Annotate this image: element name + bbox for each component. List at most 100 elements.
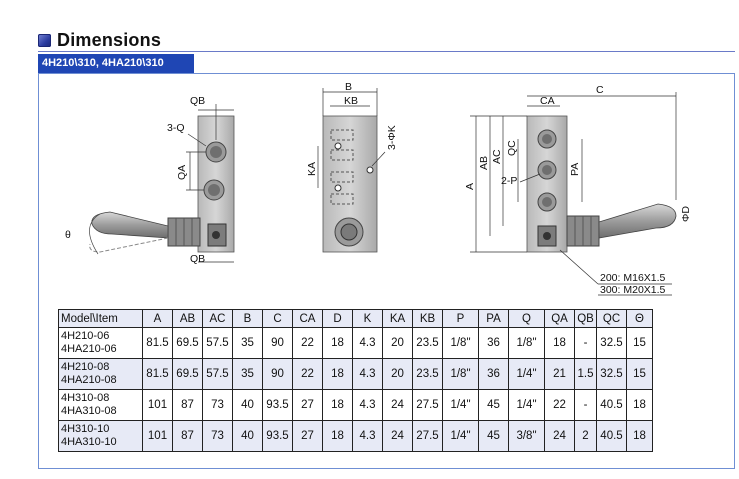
- value-cell: 40: [232, 389, 263, 421]
- value-cell: 18: [322, 389, 353, 421]
- model-name: 4HA310-10: [61, 436, 117, 448]
- model-name: 4HA310-08: [61, 405, 117, 417]
- model-name: 4H210-08: [61, 361, 110, 373]
- drawing-frame: [38, 73, 735, 469]
- value-cell: 22: [544, 389, 575, 421]
- model-name: 4H310-10: [61, 423, 110, 435]
- value-cell: 90: [262, 358, 293, 390]
- col-header: CA: [292, 309, 323, 328]
- value-cell: 24: [382, 420, 413, 452]
- value-cell: 101: [142, 420, 173, 452]
- value-cell: 87: [172, 389, 203, 421]
- value-cell: 21: [544, 358, 575, 390]
- col-header: KA: [382, 309, 413, 328]
- value-cell: 1/8": [508, 327, 545, 359]
- value-cell: 20: [382, 327, 413, 359]
- value-cell: 22: [292, 358, 323, 390]
- model-name: 4HA210-08: [61, 374, 117, 386]
- col-header: K: [352, 309, 383, 328]
- value-cell: 15: [626, 358, 653, 390]
- value-cell: 1/8": [442, 358, 479, 390]
- value-cell: 18: [544, 327, 575, 359]
- value-cell: 2: [574, 420, 597, 452]
- value-cell: 23.5: [412, 358, 443, 390]
- col-header: Θ: [626, 309, 653, 328]
- model-name: 4H210-06: [61, 330, 110, 342]
- model-name: 4H310-08: [61, 392, 110, 404]
- value-cell: 3/8": [508, 420, 545, 452]
- value-cell: 93.5: [262, 389, 293, 421]
- dim-kb: KB: [344, 95, 358, 107]
- dim-3-phi-k: 3-ΦK: [386, 125, 398, 150]
- value-cell: 36: [478, 327, 509, 359]
- value-cell: 22: [292, 327, 323, 359]
- col-header: QA: [544, 309, 575, 328]
- value-cell: 73: [202, 420, 233, 452]
- value-cell: 101: [142, 389, 173, 421]
- dim-3-q: 3-Q: [167, 122, 185, 134]
- dim-theta: θ: [65, 229, 71, 241]
- col-header: A: [142, 309, 173, 328]
- value-cell: -: [574, 389, 597, 421]
- dim-pa: PA: [569, 163, 581, 176]
- model-name: 4HA210-06: [61, 343, 117, 355]
- value-cell: 45: [478, 389, 509, 421]
- dim-ab: AB: [478, 156, 490, 170]
- value-cell: 27: [292, 420, 323, 452]
- col-header: P: [442, 309, 479, 328]
- value-cell: 36: [478, 358, 509, 390]
- value-cell: 93.5: [262, 420, 293, 452]
- value-cell: 40.5: [596, 420, 627, 452]
- dim-qa: QA: [176, 165, 188, 180]
- value-cell: 57.5: [202, 327, 233, 359]
- col-header: QC: [596, 309, 627, 328]
- value-cell: 4.3: [352, 420, 383, 452]
- value-cell: 18: [626, 389, 653, 421]
- value-cell: 23.5: [412, 327, 443, 359]
- value-cell: 32.5: [596, 327, 627, 359]
- value-cell: 18: [322, 420, 353, 452]
- value-cell: 27: [292, 389, 323, 421]
- dimensions-table: Model\Item A AB AC B C CA D K KA KB P PA…: [58, 309, 653, 452]
- value-cell: 35: [232, 327, 263, 359]
- col-header: D: [322, 309, 353, 328]
- value-cell: 69.5: [172, 327, 203, 359]
- value-cell: 81.5: [142, 327, 173, 359]
- dim-qb-top: QB: [190, 95, 205, 107]
- dim-c: C: [596, 84, 604, 96]
- value-cell: 4.3: [352, 358, 383, 390]
- note-200: 200: M16X1.5: [600, 272, 666, 284]
- value-cell: 1.5: [574, 358, 597, 390]
- dim-2-p: 2-P: [501, 175, 517, 187]
- value-cell: 18: [322, 327, 353, 359]
- value-cell: 90: [262, 327, 293, 359]
- value-cell: 24: [382, 389, 413, 421]
- value-cell: 1/4": [442, 389, 479, 421]
- value-cell: 69.5: [172, 358, 203, 390]
- value-cell: 81.5: [142, 358, 173, 390]
- value-cell: 1/4": [442, 420, 479, 452]
- model-tab: 4H210\310, 4HA210\310: [38, 54, 194, 73]
- value-cell: 57.5: [202, 358, 233, 390]
- section-title: Dimensions: [57, 29, 162, 50]
- value-cell: 35: [232, 358, 263, 390]
- bullet-square-icon: [38, 33, 51, 47]
- dim-b: B: [345, 81, 352, 93]
- value-cell: -: [574, 327, 597, 359]
- col-header: QB: [574, 309, 597, 328]
- dim-a: A: [464, 183, 476, 190]
- value-cell: 40: [232, 420, 263, 452]
- col-header: Model\Item: [58, 309, 143, 328]
- value-cell: 87: [172, 420, 203, 452]
- value-cell: 24: [544, 420, 575, 452]
- value-cell: 73: [202, 389, 233, 421]
- left-view: QB 3-Q QA θ QB: [65, 95, 235, 265]
- value-cell: 18: [322, 358, 353, 390]
- section-header: Dimensions: [38, 30, 161, 50]
- value-cell: 4.3: [352, 389, 383, 421]
- value-cell: 4.3: [352, 327, 383, 359]
